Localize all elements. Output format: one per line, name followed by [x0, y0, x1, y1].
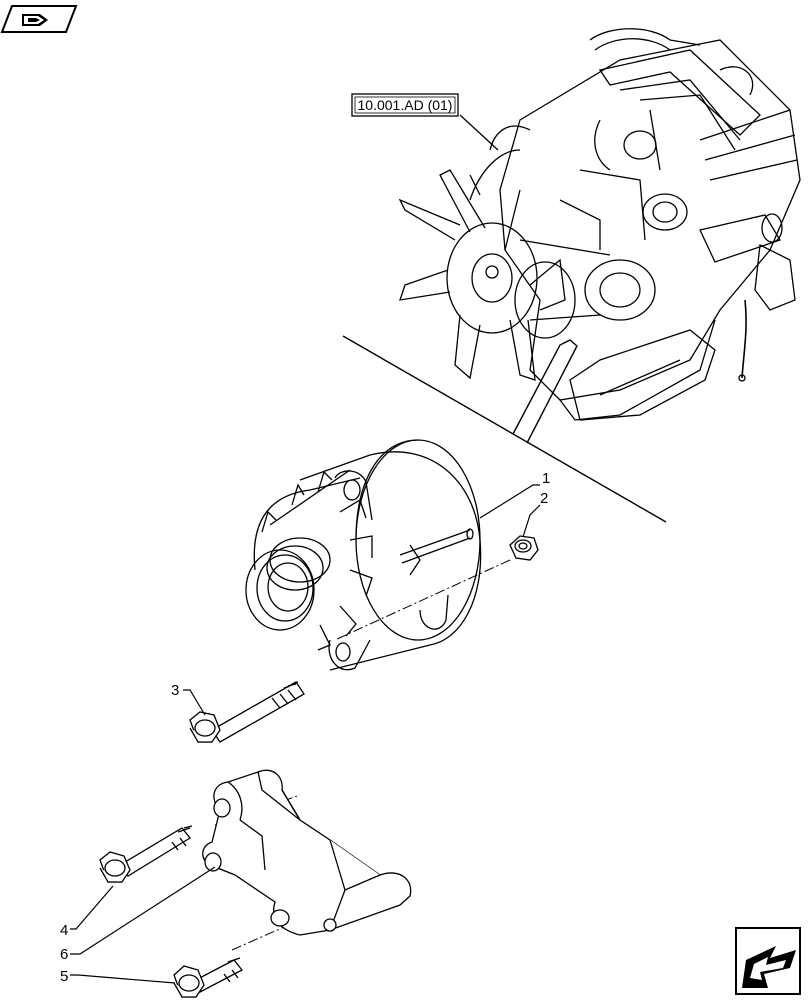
next-page-arrow-icon [742, 946, 796, 988]
reference-box[interactable]: 10.001.AD (01) [351, 93, 459, 117]
long-bolt [189, 681, 305, 743]
bracket-bolt-lower [173, 957, 244, 998]
next-page-button[interactable] [735, 927, 801, 995]
callout-2: 2 [540, 490, 548, 507]
engine-illustration [398, 28, 801, 421]
reference-leader [459, 114, 499, 151]
section-divider [342, 335, 667, 523]
callout-5: 5 [60, 968, 68, 985]
callout-3: 3 [171, 682, 179, 699]
fan [398, 169, 566, 381]
mounting-bracket [202, 769, 412, 936]
book-icon [22, 14, 48, 26]
callout-4: 4 [60, 922, 68, 939]
callout-leaders [70, 484, 541, 984]
callout-1: 1 [542, 470, 550, 487]
reference-label: 10.001.AD (01) [358, 97, 453, 113]
nut [509, 535, 539, 561]
callout-6: 6 [60, 946, 68, 963]
bracket-bolt-upper [99, 825, 193, 883]
catalog-nav-button[interactable] [0, 5, 78, 33]
alternator [245, 439, 482, 671]
